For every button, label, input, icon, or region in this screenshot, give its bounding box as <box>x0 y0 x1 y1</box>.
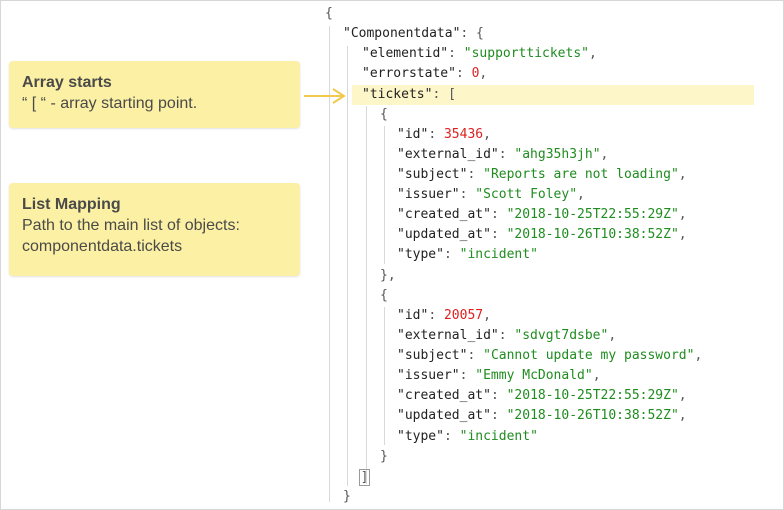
code-line: "external_id": "sdvgt7dsbe", <box>397 328 617 343</box>
code-line: "errorstate": 0, <box>362 66 488 81</box>
arrow-right-icon <box>304 88 346 104</box>
code-line: "updated_at": "2018-10-26T10:38:52Z", <box>397 408 687 423</box>
code-line: "id": 35436, <box>397 127 491 142</box>
code-line: "created_at": "2018-10-25T22:55:29Z", <box>397 388 687 403</box>
code-line: "issuer": "Emmy McDonald", <box>397 368 601 383</box>
note-body-line-1: Path to the main list of objects: <box>22 217 240 234</box>
code-line: "external_id": "ahg35h3jh", <box>397 147 609 162</box>
indent-guide <box>329 26 330 502</box>
indent-guide <box>384 126 385 264</box>
indent-guide <box>366 106 367 484</box>
tickets-line-highlight <box>352 85 754 105</box>
code-line-tickets: "tickets": [ <box>362 87 456 102</box>
code-line: "elementid": "supporttickets", <box>362 46 597 61</box>
code-line: "updated_at": "2018-10-26T10:38:52Z", <box>397 227 687 242</box>
json-code: { "Componentdata": { "elementid": "suppo… <box>0 0 702 510</box>
code-line: { <box>380 107 388 122</box>
code-line: "id": 20057, <box>397 308 491 323</box>
list-mapping-note: List Mapping Path to the main list of ob… <box>9 183 300 276</box>
indent-guide <box>384 307 385 445</box>
code-line: "issuer": "Scott Foley", <box>397 187 585 202</box>
code-line: { <box>380 288 388 303</box>
array-starts-note: Array starts “ [ “ - array starting poin… <box>9 61 300 128</box>
code-line: "subject": "Cannot update my password", <box>397 348 703 363</box>
code-line: } <box>343 489 351 504</box>
code-line: "created_at": "2018-10-25T22:55:29Z", <box>397 207 687 222</box>
code-line: "subject": "Reports are not loading", <box>397 167 687 182</box>
indent-guide <box>347 46 348 486</box>
code-line: } <box>380 449 388 464</box>
code-line: "type": "incident" <box>397 247 538 262</box>
code-line: { <box>325 6 333 21</box>
note-title: List Mapping <box>22 196 121 213</box>
note-body-line-2: componentdata.tickets <box>22 238 183 255</box>
code-line: }, <box>380 268 396 283</box>
note-body: “ [ “ - array starting point. <box>22 95 198 112</box>
note-title: Array starts <box>22 74 112 91</box>
code-line: "Componentdata": { <box>343 26 484 41</box>
code-line: "type": "incident" <box>397 429 538 444</box>
array-close-bracket: ] <box>359 469 370 486</box>
